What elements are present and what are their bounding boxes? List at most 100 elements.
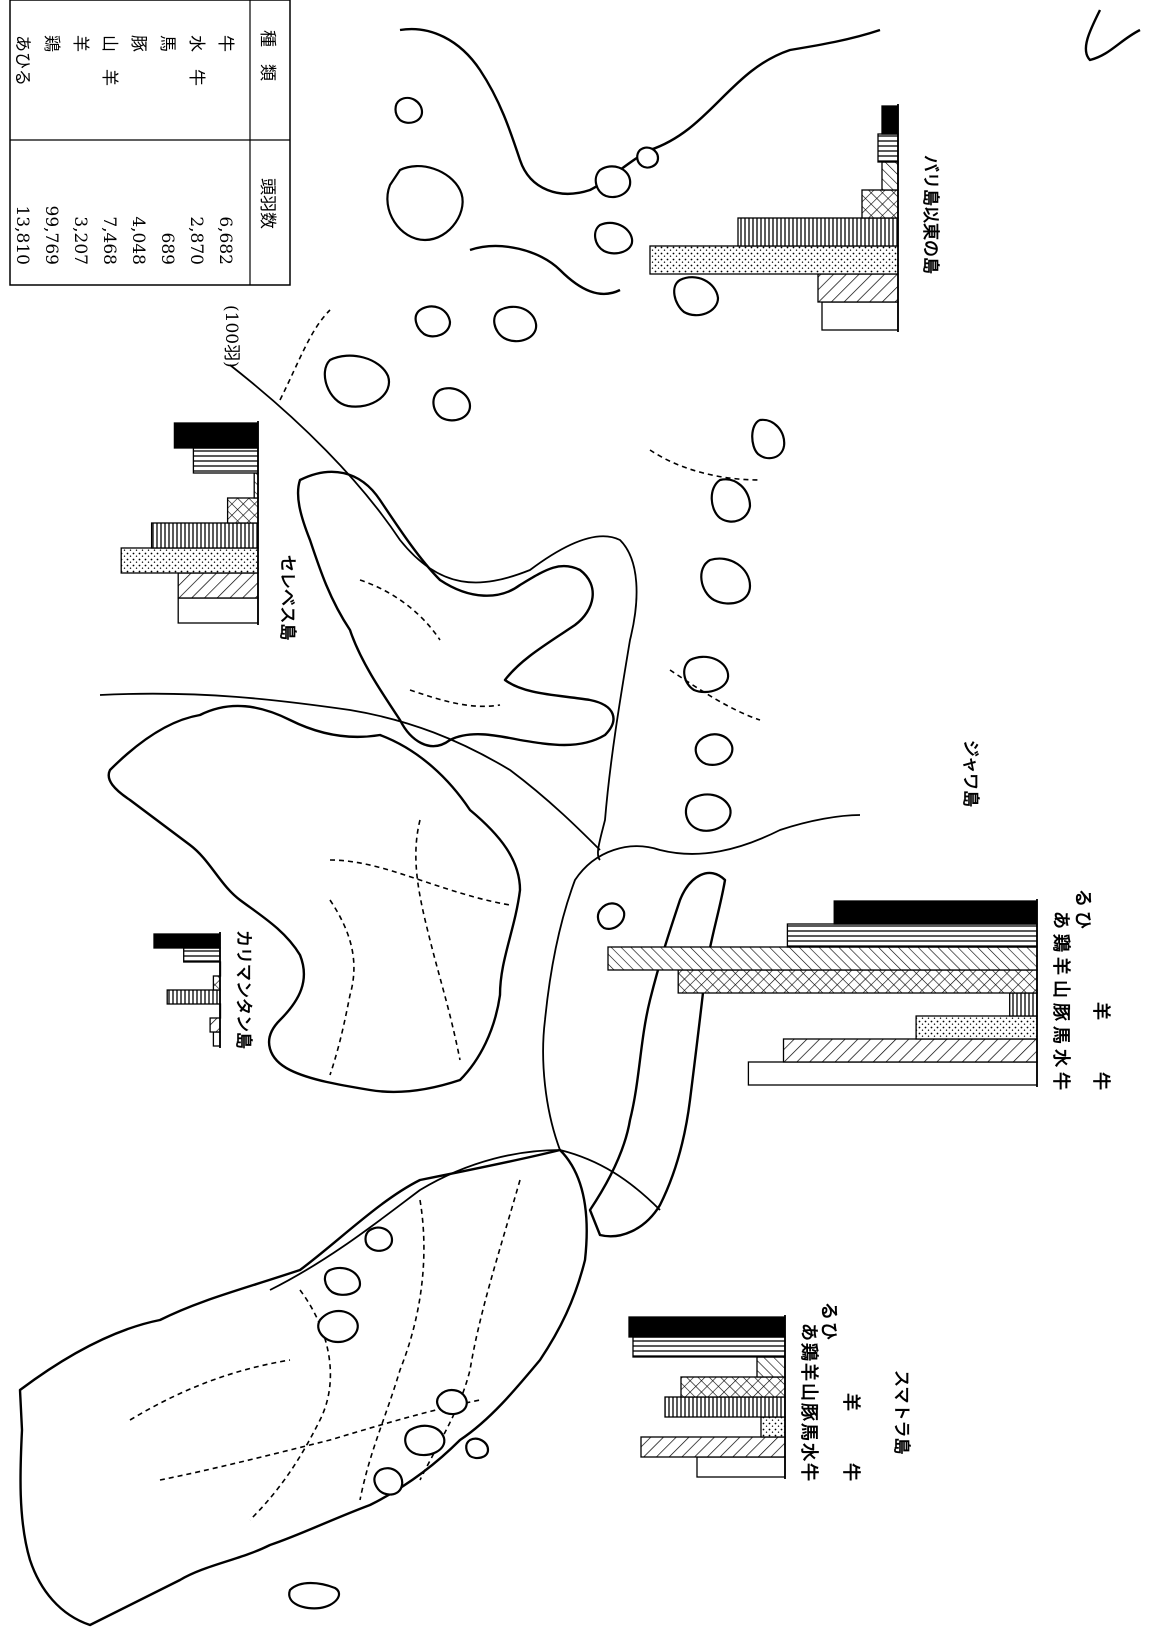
java-axis-label: 羊	[1050, 957, 1072, 975]
java-axis-label: 馬	[1050, 1026, 1071, 1044]
chart-3	[120, 421, 259, 625]
table-cell-kind: 水 牛	[186, 35, 206, 86]
island	[432, 387, 472, 422]
bar-あひる	[153, 933, 221, 949]
java-axis-label: 鶏	[1050, 934, 1072, 952]
chart-2	[153, 932, 222, 1048]
bar-水牛	[209, 1017, 221, 1033]
island	[710, 478, 752, 523]
bar-鶏	[192, 447, 259, 474]
bar-山羊	[680, 1376, 786, 1398]
bar-牛	[696, 1456, 786, 1478]
island	[373, 1467, 404, 1496]
region-boundary-sumatra	[269, 1149, 661, 1291]
island	[436, 1389, 468, 1416]
island	[404, 1424, 446, 1457]
island	[594, 165, 632, 199]
bar-羊	[881, 161, 899, 191]
bar-馬	[649, 245, 899, 275]
bar-豚	[166, 989, 221, 1005]
bar-馬	[760, 1416, 786, 1438]
bar-鶏	[786, 923, 1038, 948]
java-axis-label: あ	[1050, 911, 1071, 929]
bar-山羊	[212, 975, 221, 991]
label-celebes: セレベス島	[277, 555, 298, 640]
java-axis-label: 牛	[1050, 1072, 1072, 1090]
label-sumatra: スマトラ島	[891, 1370, 912, 1455]
bar-山羊	[677, 969, 1038, 994]
label-kalimantan: カリマンタン島	[233, 930, 254, 1049]
bar-牛	[821, 301, 899, 331]
island	[465, 1437, 490, 1460]
island	[700, 557, 752, 605]
table-cell-count: 3,207	[70, 216, 90, 265]
bar-豚	[664, 1396, 786, 1418]
table-header-kind: 種 類	[257, 30, 277, 81]
bar-豚	[737, 217, 899, 247]
bar-牛	[212, 1031, 221, 1047]
region-boundary-kalimantan	[99, 692, 601, 851]
island	[493, 305, 538, 343]
bar-水牛	[782, 1038, 1038, 1063]
kalimantan-provinces	[329, 819, 511, 1076]
sumatra-axis-label: 羊	[798, 1363, 820, 1381]
island	[594, 221, 634, 255]
island	[683, 655, 730, 694]
chart-1	[607, 899, 1038, 1087]
bar-豚	[150, 522, 259, 549]
bar-羊	[756, 1356, 786, 1378]
java-axis-label: ひ	[1072, 911, 1093, 929]
java-axis-label: る	[1072, 889, 1093, 907]
kalimantan-outline	[107, 704, 522, 1094]
border-minor	[279, 309, 761, 721]
bar-馬	[915, 1015, 1038, 1040]
island	[394, 96, 424, 124]
celebes-outline	[296, 470, 615, 748]
java-axis-label: 羊	[1090, 1002, 1112, 1020]
table-cell-count: 7,468	[99, 216, 119, 265]
sumatra-axis-label: あ	[798, 1323, 819, 1341]
table-cell-kind: 羊	[70, 35, 90, 52]
java-axis-label: 牛	[1090, 1072, 1112, 1090]
sumatra-axis-label: 豚	[798, 1403, 819, 1421]
chart-0	[628, 1315, 786, 1479]
bar-水牛	[817, 273, 899, 303]
region-boundary-java	[542, 814, 861, 1151]
island	[684, 793, 732, 832]
bar-牛	[177, 597, 259, 624]
bar-あひる	[173, 422, 259, 449]
table-cell-count: 4,048	[128, 216, 148, 265]
island	[694, 733, 734, 766]
java-outline	[588, 871, 727, 1238]
sumatra-axis-label: ひ	[818, 1322, 839, 1340]
table-cell-count: 2,870	[186, 216, 206, 265]
java-axis-label: 水	[1050, 1049, 1072, 1068]
sumatra-provinces	[129, 1179, 521, 1521]
table-cell-kind: 山 羊	[99, 35, 119, 86]
sumatra-axis-label: 羊	[840, 1393, 862, 1411]
sumatra-axis-label: 牛	[840, 1463, 862, 1481]
map-outlines	[18, 9, 1141, 1627]
bar-豚	[1009, 992, 1038, 1017]
sumatra-axis-label: 水	[798, 1443, 820, 1462]
sumatra-axis-label: 鶏	[798, 1343, 820, 1361]
bar-山羊	[226, 497, 259, 524]
bar-水牛	[177, 572, 259, 599]
island	[323, 354, 391, 408]
island	[636, 146, 660, 169]
bar-羊	[607, 946, 1038, 971]
bar-charts: 牛水馬豚山羊鶏あひる牛羊牛水馬豚山羊鶏あひる牛羊	[120, 104, 1112, 1481]
table-cell-count: 689	[157, 233, 177, 265]
table-unit-note: (100羽)	[221, 305, 241, 368]
island	[414, 305, 452, 338]
table-cell-kind: あひる	[12, 35, 32, 86]
celebes-provinces	[359, 579, 501, 708]
table-cell-kind: 馬	[157, 35, 177, 52]
island	[673, 276, 720, 317]
island	[596, 902, 626, 930]
island	[288, 1581, 341, 1610]
bar-山羊	[861, 189, 899, 219]
java-axis-label: 豚	[1050, 1003, 1071, 1021]
table-cell-count: 13,810	[12, 206, 32, 265]
